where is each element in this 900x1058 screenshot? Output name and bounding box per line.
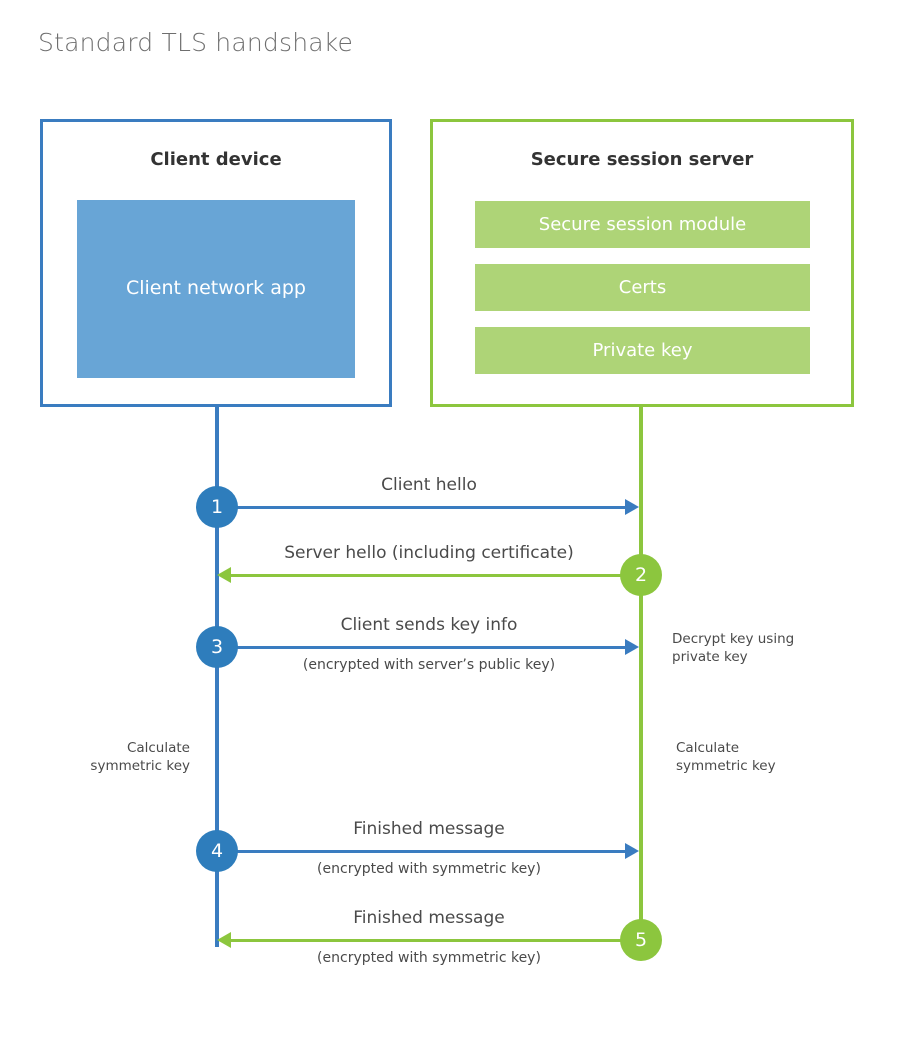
message-label-3: Client sends key info [340, 615, 518, 635]
arrow-head-right-icon [625, 639, 639, 655]
message-sublabel-5: (encrypted with symmetric key) [317, 950, 541, 966]
step-badge-3[interactable]: 3 [196, 626, 238, 668]
client-device-box: Client device Client network app [40, 119, 392, 407]
secure-session-server-box: Secure session server Secure session mod… [430, 119, 854, 407]
page-title: Standard TLS handshake [38, 28, 354, 57]
note-calculate-symmetric-key-server: Calculate symmetric key [676, 740, 776, 775]
message-sublabel-4: (encrypted with symmetric key) [317, 861, 541, 877]
arrow-line-right-icon [217, 646, 627, 649]
arrow-line-right-icon [217, 850, 627, 853]
message-label-1: Client hello [381, 475, 477, 495]
secure-session-server-title: Secure session server [530, 149, 754, 170]
message-label-5: Finished message [353, 908, 505, 928]
step-badge-5[interactable]: 5 [620, 919, 662, 961]
client-lifeline [215, 405, 219, 947]
arrow-line-right-icon [217, 506, 627, 509]
arrow-line-left-icon [231, 939, 641, 942]
client-network-app-block: Client network app [77, 200, 355, 378]
arrow-head-right-icon [625, 499, 639, 515]
arrow-line-left-icon [231, 574, 641, 577]
message-sublabel-3: (encrypted with server’s public key) [302, 657, 556, 673]
arrow-head-left-icon [217, 567, 231, 583]
server-block-private-key: Private key [475, 327, 810, 374]
step-badge-1[interactable]: 1 [196, 486, 238, 528]
arrow-head-right-icon [625, 843, 639, 859]
note-calculate-symmetric-key-client: Calculate symmetric key [90, 740, 190, 775]
client-device-title: Client device [150, 149, 282, 170]
message-label-2: Server hello (including certificate) [284, 543, 574, 563]
server-lifeline [639, 405, 643, 942]
message-label-4: Finished message [353, 819, 505, 839]
step-badge-4[interactable]: 4 [196, 830, 238, 872]
arrow-head-left-icon [217, 932, 231, 948]
server-block-certs: Certs [475, 264, 810, 311]
server-block-secure-session-module: Secure session module [475, 201, 810, 248]
note-decrypt-key: Decrypt key using private key [672, 631, 795, 666]
step-badge-2[interactable]: 2 [620, 554, 662, 596]
